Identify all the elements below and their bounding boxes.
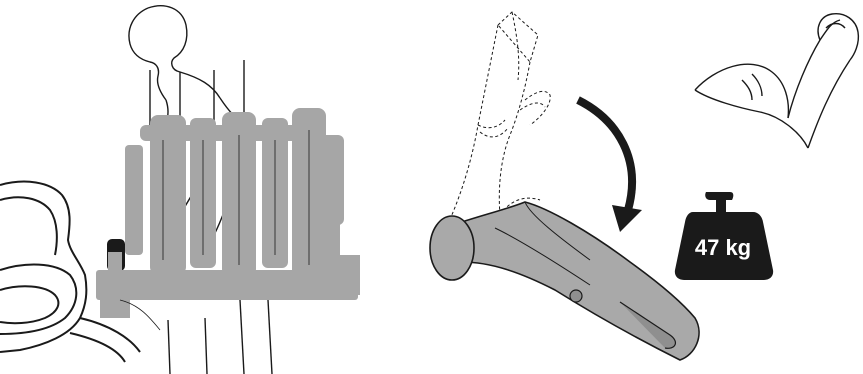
bike-rack-icon (96, 108, 360, 318)
weight-label: 47 kg (695, 235, 751, 260)
curved-arrow-down-icon (578, 100, 642, 232)
lever-handle-raised-outline-icon (444, 12, 550, 232)
handle-folding-svg: 47 kg (380, 0, 863, 374)
flexed-arm-icon (695, 14, 858, 148)
kettlebell-weight-icon: 47 kg (675, 192, 773, 280)
rack-lifting-svg (0, 0, 380, 374)
lever-handle-folded-icon (430, 202, 699, 360)
rack-lifting-illustration (0, 0, 380, 374)
handle-folding-illustration: 47 kg (380, 0, 863, 374)
